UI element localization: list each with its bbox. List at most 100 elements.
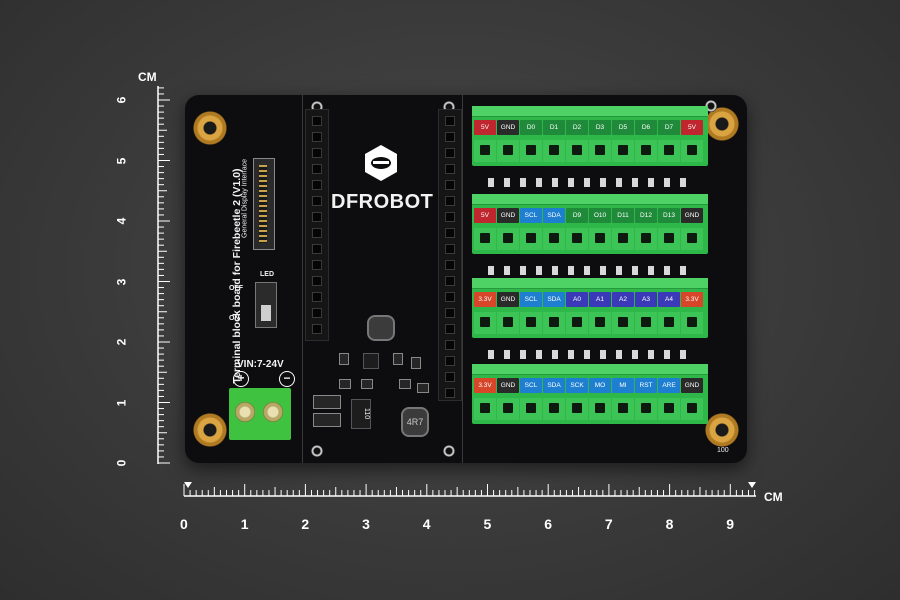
wire-terminal-slot[interactable] [612, 398, 634, 420]
wire-terminal-slot[interactable] [543, 398, 565, 420]
solder-pad [584, 178, 590, 187]
wire-terminal-slot[interactable] [612, 228, 634, 250]
wire-terminal-slot[interactable] [520, 228, 542, 250]
pin-label: D2 [566, 120, 588, 135]
wire-terminal-slot[interactable] [520, 398, 542, 420]
solder-pad [680, 178, 686, 187]
wire-terminal-slot[interactable] [474, 398, 496, 420]
wire-terminal-slot[interactable] [543, 140, 565, 162]
header-pin [445, 260, 455, 270]
wire-terminal-slot[interactable] [474, 312, 496, 334]
led-switch[interactable] [255, 282, 277, 328]
wire-terminal-slot[interactable] [635, 398, 657, 420]
pin-header-right [438, 109, 462, 401]
header-pin [445, 292, 455, 302]
inductor-4r7: 4R7 [401, 407, 429, 437]
solder-pad [632, 266, 638, 275]
switch-off-label: OFF [229, 285, 243, 292]
wire-terminal-slot[interactable] [543, 312, 565, 334]
pin-label: GND [497, 120, 519, 135]
ruler-label: 4 [114, 217, 129, 225]
solder-pad [552, 266, 558, 275]
header-pin [445, 132, 455, 142]
wire-terminal-slot[interactable] [612, 140, 634, 162]
power-terminal[interactable] [229, 388, 291, 440]
wire-terminal-slot[interactable] [681, 312, 703, 334]
ruler-label: 6 [544, 516, 552, 532]
ruler-label: 2 [114, 338, 129, 346]
wire-terminal-slot[interactable] [658, 228, 680, 250]
pin-label: GND [497, 378, 519, 393]
screw-row [474, 398, 703, 420]
pin-label: D9 [566, 208, 588, 223]
header-pin [312, 132, 322, 142]
wire-terminal-slot[interactable] [612, 312, 634, 334]
wire-terminal-slot[interactable] [635, 228, 657, 250]
vin-label: VIN:7-24V [237, 359, 284, 370]
terminal-block-top [472, 278, 708, 289]
pin-label: GND [497, 292, 519, 307]
pin-label: A4 [658, 292, 680, 307]
header-pin [312, 244, 322, 254]
wire-terminal-slot[interactable] [497, 398, 519, 420]
wire-terminal-slot[interactable] [635, 312, 657, 334]
wire-terminal-slot[interactable] [681, 140, 703, 162]
solder-pad [568, 266, 574, 275]
mounting-hole [193, 413, 227, 447]
wire-terminal-slot[interactable] [566, 228, 588, 250]
wire-terminal-slot[interactable] [681, 398, 703, 420]
pin-label: SDA [543, 208, 565, 223]
pin-label: SCL [520, 208, 542, 223]
header-pin [445, 324, 455, 334]
wire-terminal-slot[interactable] [658, 312, 680, 334]
wire-terminal-slot[interactable] [474, 140, 496, 162]
ruler-label: 3 [362, 516, 370, 532]
solder-pad-row [488, 350, 686, 359]
pin-label: MI [612, 378, 634, 393]
header-pin [445, 148, 455, 158]
terminal-block-top [472, 364, 708, 375]
wire-terminal-slot[interactable] [589, 228, 611, 250]
ruler-label: 7 [604, 516, 613, 532]
header-pin [445, 228, 455, 238]
corner-mark: 100 [717, 447, 729, 454]
wire-terminal-slot[interactable] [543, 228, 565, 250]
header-pin [312, 324, 322, 334]
wire-terminal-slot[interactable] [566, 312, 588, 334]
wire-terminal-slot[interactable] [589, 398, 611, 420]
wire-terminal-slot[interactable] [681, 228, 703, 250]
wire-terminal-slot[interactable] [520, 312, 542, 334]
ruler-label: 8 [665, 516, 674, 532]
pin-label: MO [589, 378, 611, 393]
wire-terminal-slot[interactable] [589, 140, 611, 162]
wire-terminal-slot[interactable] [635, 140, 657, 162]
wire-terminal-slot[interactable] [520, 140, 542, 162]
header-pin [312, 196, 322, 206]
wire-terminal-slot[interactable] [566, 398, 588, 420]
inductor [367, 315, 395, 341]
wire-terminal-slot[interactable] [497, 228, 519, 250]
pin-label: 5V [474, 120, 496, 135]
solder-pad [568, 350, 574, 359]
solder-pad [504, 266, 510, 275]
solder-pad [552, 350, 558, 359]
pin-label: D3 [589, 120, 611, 135]
wire-terminal-slot[interactable] [589, 312, 611, 334]
wire-terminal-slot[interactable] [658, 398, 680, 420]
solder-pad [488, 266, 494, 275]
solder-pad [488, 350, 494, 359]
pin-label: D13 [658, 208, 680, 223]
wire-terminal-slot[interactable] [497, 140, 519, 162]
solder-pad [504, 350, 510, 359]
pin-label: 5V [681, 120, 703, 135]
solder-pad [664, 178, 670, 187]
wire-terminal-slot[interactable] [497, 312, 519, 334]
wire-terminal-slot[interactable] [566, 140, 588, 162]
header-pin [312, 260, 322, 270]
wire-terminal-slot[interactable] [474, 228, 496, 250]
solder-pad [584, 350, 590, 359]
wire-terminal-slot[interactable] [658, 140, 680, 162]
